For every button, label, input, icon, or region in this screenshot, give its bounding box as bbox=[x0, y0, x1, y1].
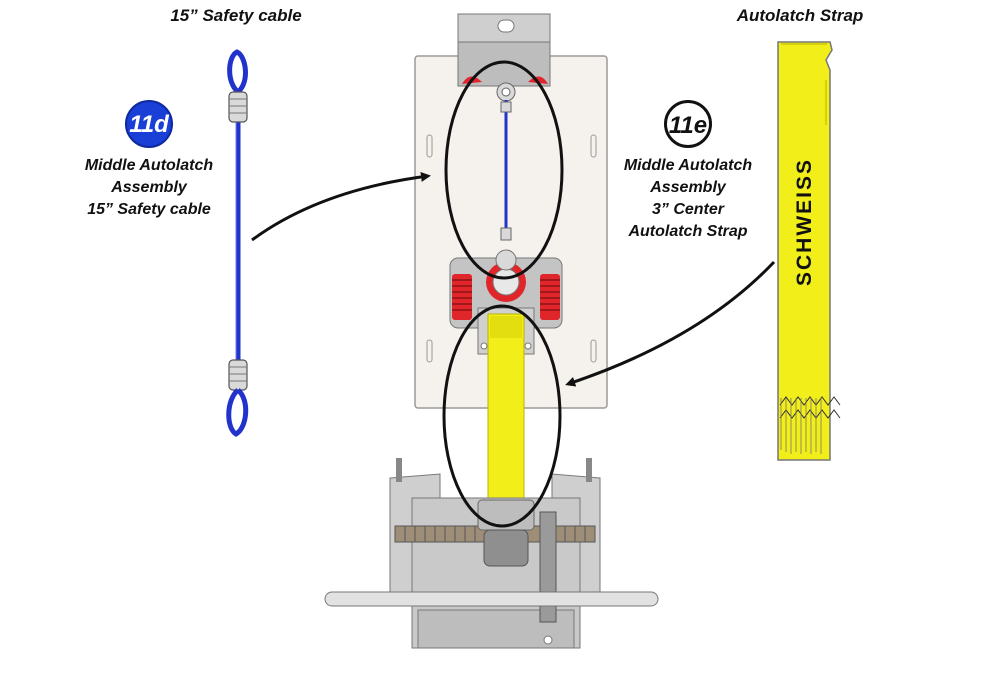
winch-base bbox=[324, 458, 659, 649]
strap-brand-text: SCHWEISS bbox=[793, 158, 816, 286]
cable-arrow bbox=[251, 171, 431, 242]
top-crimp bbox=[228, 91, 248, 123]
center-strap bbox=[487, 313, 525, 525]
strap-callout-ellipse bbox=[442, 304, 562, 528]
autolatch-assembly-illustration bbox=[324, 13, 659, 649]
left-spring bbox=[452, 274, 472, 320]
callout-11d-line-3: 15” Safety cable bbox=[87, 201, 211, 218]
axle-shaft bbox=[324, 591, 659, 607]
strap-arrow bbox=[565, 260, 776, 387]
safety-cable-title: 15” Safety cable bbox=[170, 6, 302, 25]
callout-text-11e: Middle Autolatch Assembly 3” Center Auto… bbox=[598, 155, 778, 243]
callout-11e-line-4: Autolatch Strap bbox=[628, 223, 748, 240]
callout-badge-11e: 11e bbox=[664, 100, 712, 148]
autolatch-strap-title: Autolatch Strap bbox=[736, 6, 864, 25]
callout-badge-11d: 11d bbox=[125, 100, 173, 148]
callout-11d-line-1: Middle Autolatch bbox=[84, 157, 214, 174]
right-spring bbox=[540, 274, 560, 320]
callout-11e-line-3: 3” Center bbox=[651, 201, 725, 218]
callout-11e-line-2: Assembly bbox=[650, 179, 726, 196]
callout-text-11d: Middle Autolatch Assembly 15” Safety cab… bbox=[59, 155, 239, 221]
autolatch-strap-icon: SCHWEISS bbox=[777, 41, 841, 461]
callout-11d-line-2: Assembly bbox=[111, 179, 187, 196]
bottom-crimp bbox=[228, 359, 248, 391]
cable-callout-ellipse bbox=[444, 60, 564, 280]
callout-11e-line-1: Middle Autolatch bbox=[623, 157, 753, 174]
safety-cable-icon bbox=[226, 49, 249, 437]
